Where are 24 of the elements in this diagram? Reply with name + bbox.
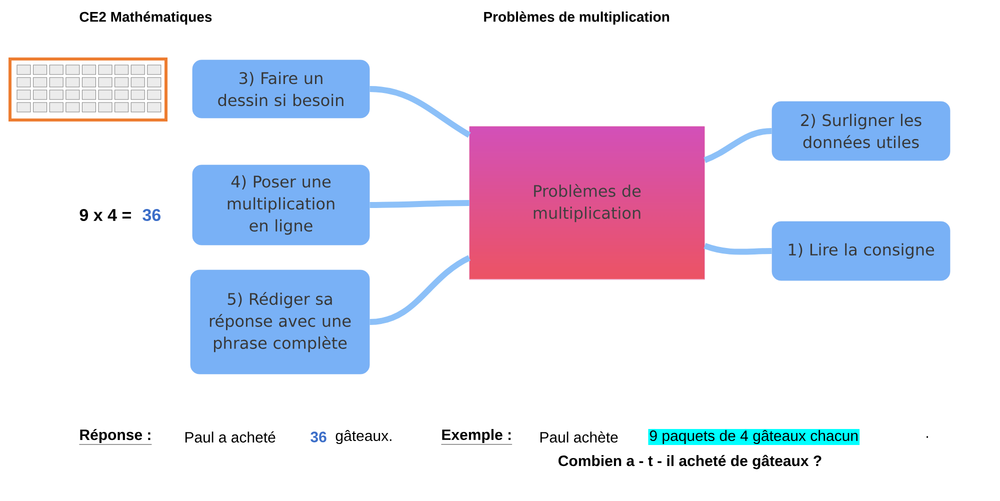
question-text: Combien a - t - il acheté de gâteaux ? (558, 454, 822, 470)
example-heading: Exemple : (441, 429, 512, 445)
highlighted-text: 9 paquets de 4 gâteaux chacun (648, 429, 860, 446)
step-box: 3) Faire un dessin si besoin (192, 60, 370, 118)
problem-text: . (926, 436, 928, 438)
branch-line (369, 255, 471, 325)
step-box: 1) Lire la consigne (772, 221, 950, 281)
result-number: 36 (142, 208, 160, 222)
answer-text: Paul a acheté (185, 431, 276, 443)
result-number: 36 (310, 432, 326, 442)
step-box: 2) Surligner les données utiles (772, 101, 950, 161)
branch-line (370, 200, 470, 208)
problem-text: Paul achète (540, 431, 618, 443)
branch-line (704, 242, 772, 255)
step-box: 4) Poser une multiplication en ligne (192, 164, 370, 246)
answer-heading: Réponse : (79, 428, 152, 445)
title: Problèmes de multiplication (484, 11, 670, 25)
title: CE2 Mathématiques (80, 11, 212, 25)
equation: 9 x 4 = (80, 208, 131, 222)
branch-line (370, 86, 471, 138)
branch-line (704, 128, 772, 163)
topic-box: Problèmes de multiplication (469, 126, 705, 280)
step-box: 5) Rédiger sa réponse avec une phrase complète (190, 270, 370, 374)
answer-text: gâteaux. (336, 430, 392, 444)
